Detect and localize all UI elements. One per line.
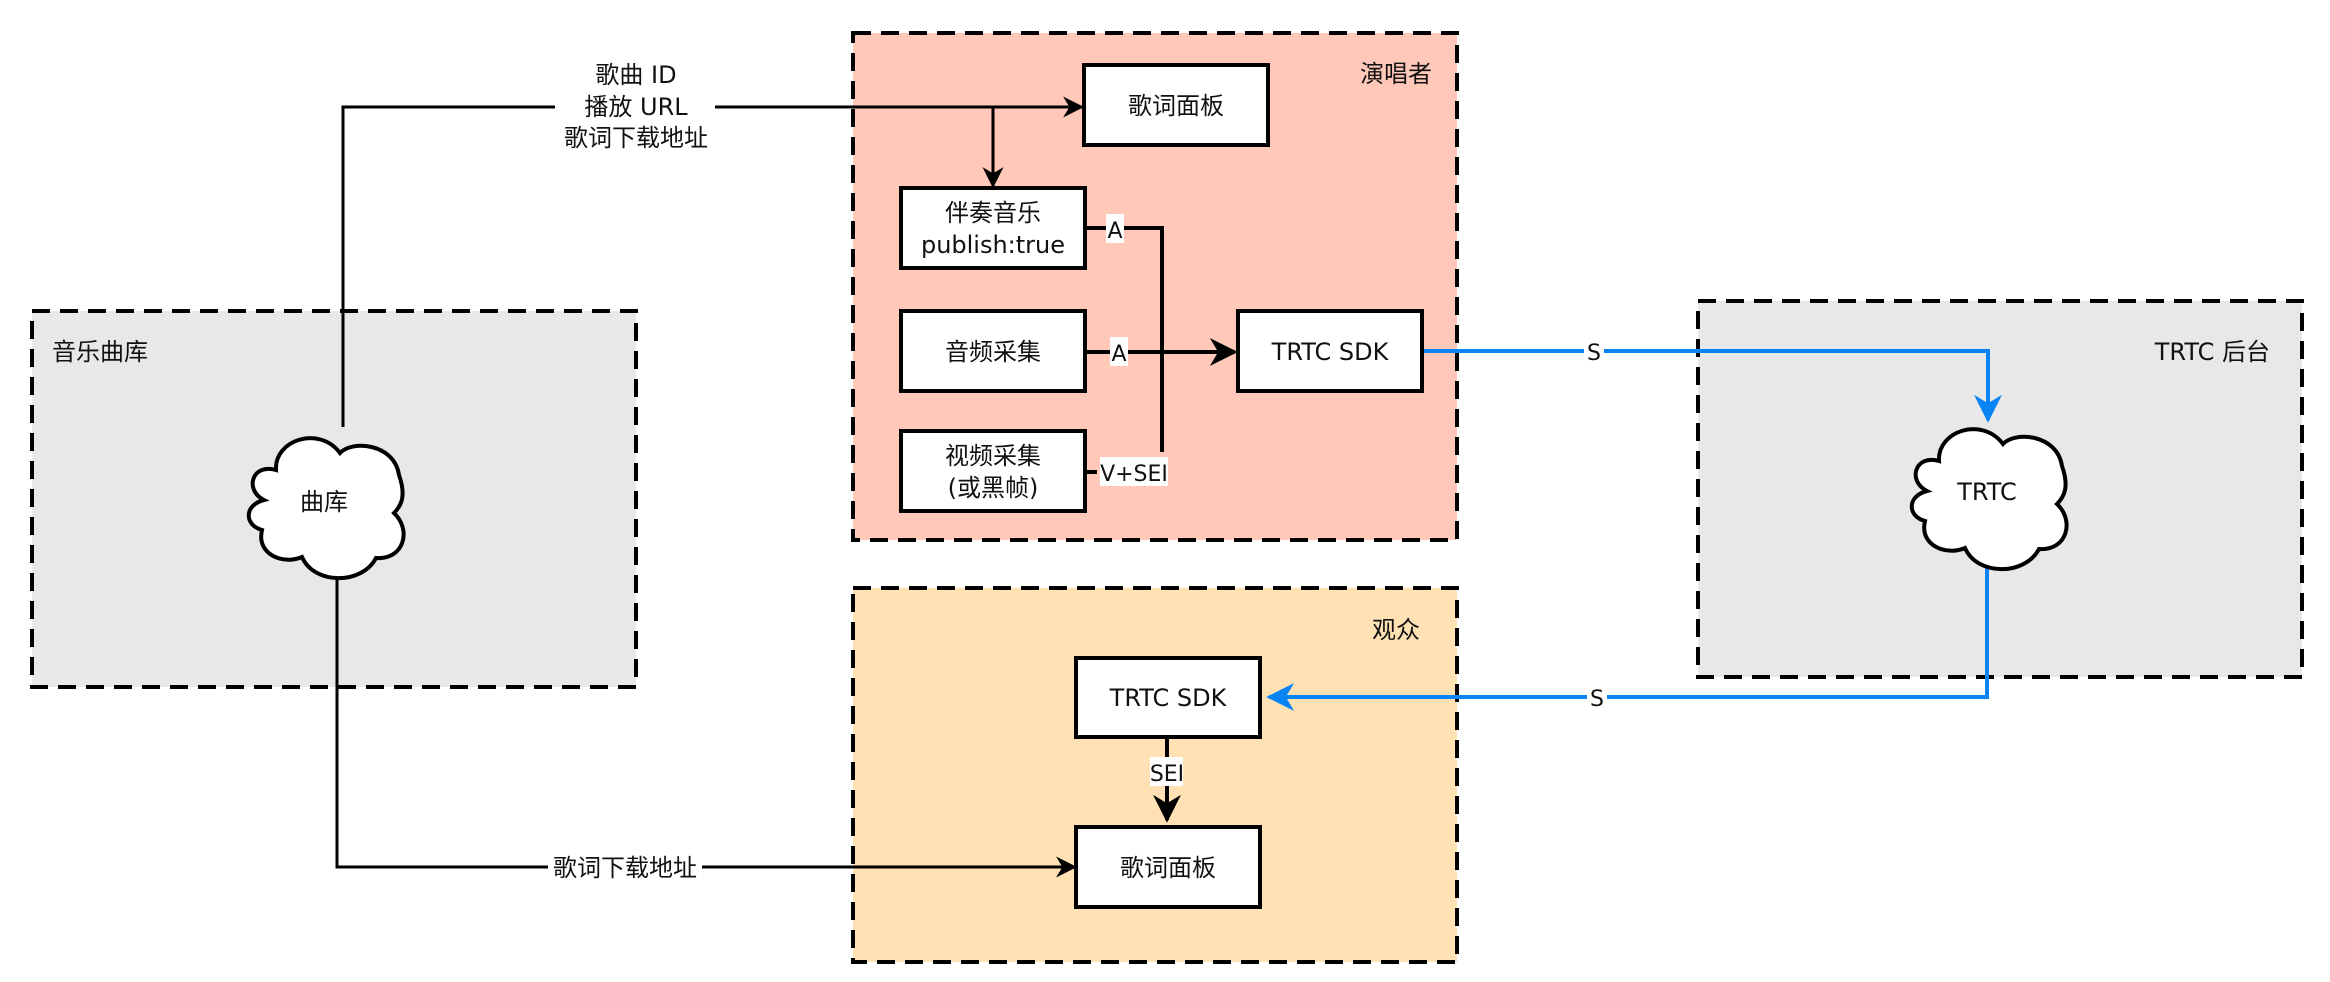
edge-label-audience-lyrics-url: 歌词下载地址 bbox=[553, 854, 697, 882]
node-accompaniment[interactable]: 伴奏音乐 publish:true bbox=[899, 186, 1087, 270]
label-bg bbox=[1584, 336, 1604, 366]
node-audience-trtc-sdk[interactable]: TRTC SDK bbox=[1074, 656, 1262, 739]
edge-audience-sdk-to-lyrics: SEI bbox=[1150, 737, 1184, 823]
video-capture-box[interactable] bbox=[899, 429, 1087, 513]
edge-label-lyrics-url: 歌词下载地址 bbox=[564, 124, 708, 152]
label-bg bbox=[1150, 757, 1183, 786]
singer-lyrics-panel-box[interactable] bbox=[1082, 63, 1270, 147]
node-audio-capture[interactable]: 音频采集 bbox=[899, 309, 1087, 393]
label-bg bbox=[1110, 337, 1128, 366]
video-capture-label: 视频采集 bbox=[945, 442, 1041, 470]
edge-trtc-cloud-to-audience-sdk: S bbox=[1266, 548, 1989, 712]
node-singer-lyrics-panel[interactable]: 歌词面板 bbox=[1082, 63, 1270, 147]
label-bg bbox=[1100, 457, 1168, 486]
label-bg bbox=[1587, 682, 1607, 712]
music-library-region-label: 音乐曲库 bbox=[52, 338, 148, 366]
audience-lyrics-panel-box[interactable] bbox=[1074, 825, 1262, 909]
edge-label-s-downstream: S bbox=[1590, 687, 1604, 712]
audio-capture-label: 音频采集 bbox=[945, 338, 1041, 366]
singer-lyrics-panel-label: 歌词面板 bbox=[1128, 92, 1224, 120]
audience-region-label: 观众 bbox=[1372, 616, 1420, 644]
node-video-capture[interactable]: 视频采集 (或黑帧) bbox=[899, 429, 1087, 513]
edge-library-to-singer-left bbox=[341, 105, 555, 427]
singer-trtc-sdk-label: TRTC SDK bbox=[1271, 338, 1390, 366]
video-capture-sublabel: (或黑帧) bbox=[948, 474, 1039, 502]
edge-label-video-sei: V+SEI bbox=[1100, 462, 1168, 487]
edge-library-to-singer: 歌曲 ID 播放 URL 歌词下载地址 bbox=[341, 61, 1085, 427]
edge-label-accompaniment-a: A bbox=[1107, 219, 1122, 244]
edge-label-sei: SEI bbox=[1150, 762, 1184, 787]
edge-label-bg bbox=[548, 852, 702, 882]
node-audience-lyrics-panel[interactable]: 歌词面板 bbox=[1074, 825, 1262, 909]
edge-library-to-audience-line bbox=[335, 573, 1078, 878]
audience-trtc-sdk-box[interactable] bbox=[1074, 656, 1262, 739]
edge-singer-sdk-to-cloud-line bbox=[1422, 349, 2002, 423]
node-library-cloud[interactable]: 曲库 bbox=[246, 436, 406, 580]
edge-library-to-audience: 歌词下载地址 bbox=[335, 573, 1078, 882]
singer-region-label: 演唱者 bbox=[1360, 60, 1432, 88]
edge-singer-media-bus: A A V+SEI bbox=[1087, 214, 1238, 487]
trtc-cloud-label: TRTC bbox=[1956, 478, 2017, 506]
audience-lyrics-panel-label: 歌词面板 bbox=[1120, 854, 1216, 882]
library-cloud-label: 曲库 bbox=[300, 488, 348, 516]
edge-singer-sdk-to-trtc-cloud: S bbox=[1422, 336, 2002, 423]
accompaniment-label: 伴奏音乐 bbox=[945, 199, 1041, 227]
edge-label-play-url: 播放 URL bbox=[584, 93, 688, 121]
accompaniment-publish-flag: publish:true bbox=[921, 231, 1065, 259]
node-singer-trtc-sdk[interactable]: TRTC SDK bbox=[1236, 309, 1424, 393]
cloud-icon[interactable] bbox=[246, 436, 406, 580]
edge-cloud-to-audience-sdk-line bbox=[1266, 548, 1989, 711]
label-bg bbox=[1106, 214, 1124, 243]
edge-label-song-id: 歌曲 ID bbox=[595, 61, 676, 89]
edge-label-s-upstream: S bbox=[1587, 341, 1601, 366]
node-trtc-cloud[interactable]: TRTC bbox=[1909, 427, 2069, 571]
cloud-icon[interactable] bbox=[1909, 427, 2069, 571]
edge-label-audio-a: A bbox=[1111, 342, 1126, 367]
audience-trtc-sdk-label: TRTC SDK bbox=[1109, 684, 1228, 712]
audio-capture-box[interactable] bbox=[899, 309, 1087, 393]
singer-trtc-sdk-box[interactable] bbox=[1236, 309, 1424, 393]
trtc-backend-region-label: TRTC 后台 bbox=[2154, 338, 2270, 366]
accompaniment-box[interactable] bbox=[899, 186, 1087, 270]
